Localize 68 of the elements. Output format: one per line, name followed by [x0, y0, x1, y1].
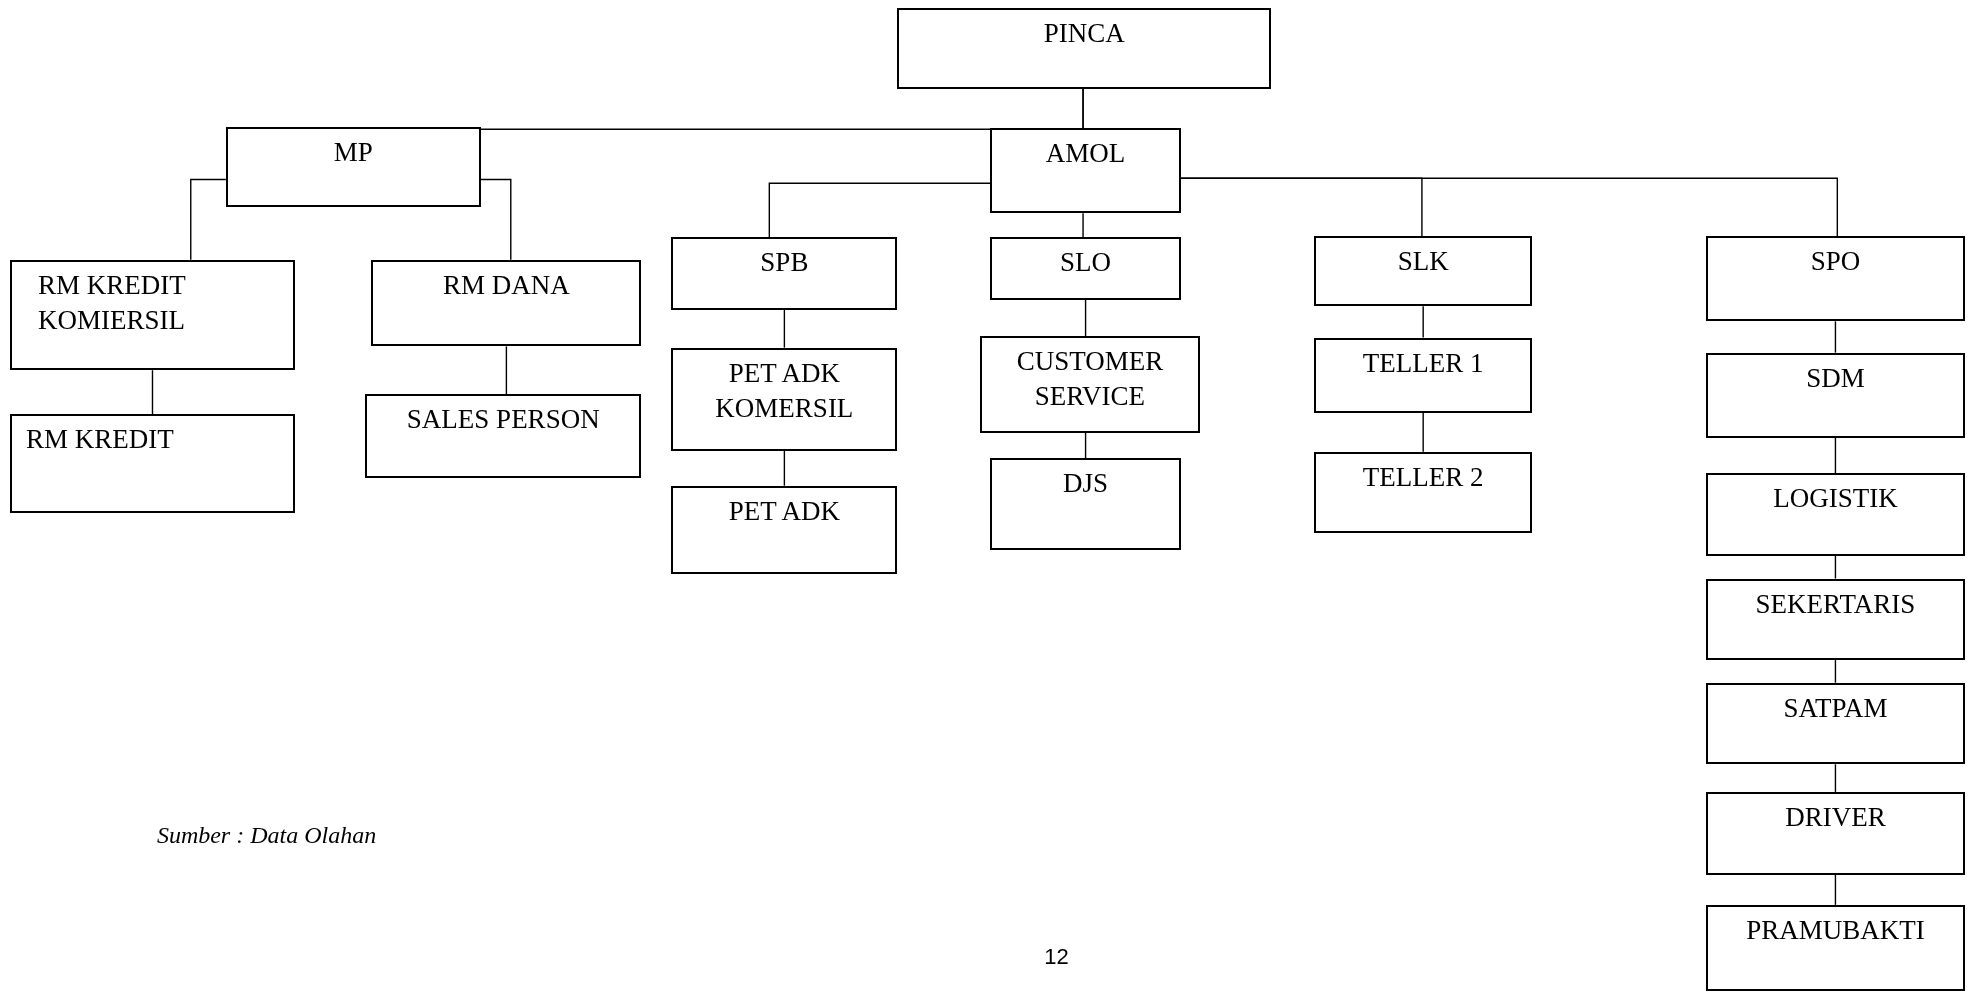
- org-box: [671, 485, 898, 574]
- org-box: [225, 126, 481, 208]
- position-title: PRAMUBAKTI: [1745, 913, 1926, 947]
- connector-line: [1082, 212, 1084, 238]
- position-title: RM KREDIT KOMIERSIL: [38, 268, 187, 337]
- org-box: [1314, 235, 1533, 307]
- org-box: [365, 394, 642, 479]
- connector-line: [768, 182, 991, 238]
- position-title: CUSTOMER SERVICE: [1015, 345, 1165, 414]
- position-title: DJS: [1062, 467, 1110, 501]
- page-number: 12: [1044, 943, 1069, 970]
- org-box: [1705, 352, 1966, 438]
- position-title: PET ADK KOMERSIL: [714, 356, 855, 425]
- position-title: SEKERTARIS: [1754, 587, 1917, 621]
- org-box: [1314, 451, 1533, 534]
- org-box: [897, 7, 1272, 90]
- position-title: PET ADK: [727, 494, 841, 528]
- org-box: [1705, 791, 1966, 875]
- connector-line: [1834, 659, 1837, 684]
- org-box: [371, 259, 642, 347]
- position-title: LOGISTIK: [1772, 482, 1899, 516]
- source-note: Sumber : Data Olahan: [156, 822, 377, 849]
- position-title: RM KREDIT: [26, 423, 175, 457]
- position-title: SLK: [1396, 244, 1450, 278]
- position-title: PINCA: [1042, 16, 1126, 50]
- connector-line: [1834, 763, 1837, 793]
- connector-line: [1180, 177, 1838, 237]
- org-box: [10, 259, 295, 371]
- position-title: TELLER 2: [1361, 460, 1485, 494]
- position-title: MP: [332, 135, 374, 169]
- connector-line: [479, 178, 512, 261]
- connector-line: [1834, 320, 1837, 354]
- position-title: DRIVER: [1784, 800, 1887, 834]
- position-title: SALES PERSON: [405, 403, 601, 437]
- org-box: [990, 237, 1181, 300]
- connector-line: [1834, 874, 1837, 906]
- org-box: [980, 336, 1200, 433]
- position-title: SATPAM: [1782, 691, 1889, 725]
- position-title: SLO: [1059, 246, 1113, 280]
- org-box: [1314, 337, 1533, 413]
- connector-line: [1422, 305, 1424, 339]
- connector-line: [1834, 437, 1837, 474]
- connector-line: [783, 309, 786, 349]
- org-box: [1705, 473, 1966, 556]
- position-title: SPB: [759, 246, 810, 280]
- position-title: AMOL: [1044, 137, 1127, 170]
- org-box: [671, 237, 898, 310]
- position-title: SPO: [1809, 244, 1862, 278]
- org-box: [1705, 235, 1966, 322]
- connector-line: [1082, 88, 1084, 129]
- connector-line: [1084, 432, 1087, 459]
- connector-line: [190, 178, 227, 261]
- connector-line: [505, 345, 508, 395]
- position-title: TELLER 1: [1361, 346, 1485, 380]
- connector-line: [1084, 299, 1087, 338]
- connector-line: [1834, 555, 1837, 580]
- connector-line: [151, 369, 154, 415]
- connector-line: [1422, 412, 1424, 453]
- org-box: [1705, 904, 1966, 991]
- org-box: [671, 347, 898, 451]
- position-title: RM DANA: [442, 268, 571, 302]
- org-box: [990, 128, 1181, 214]
- org-box: [1705, 578, 1966, 661]
- org-box: [990, 458, 1181, 550]
- position-title: SDM: [1805, 361, 1866, 395]
- connector-line: [783, 449, 786, 487]
- org-box: [10, 414, 295, 514]
- org-box: [1705, 682, 1966, 765]
